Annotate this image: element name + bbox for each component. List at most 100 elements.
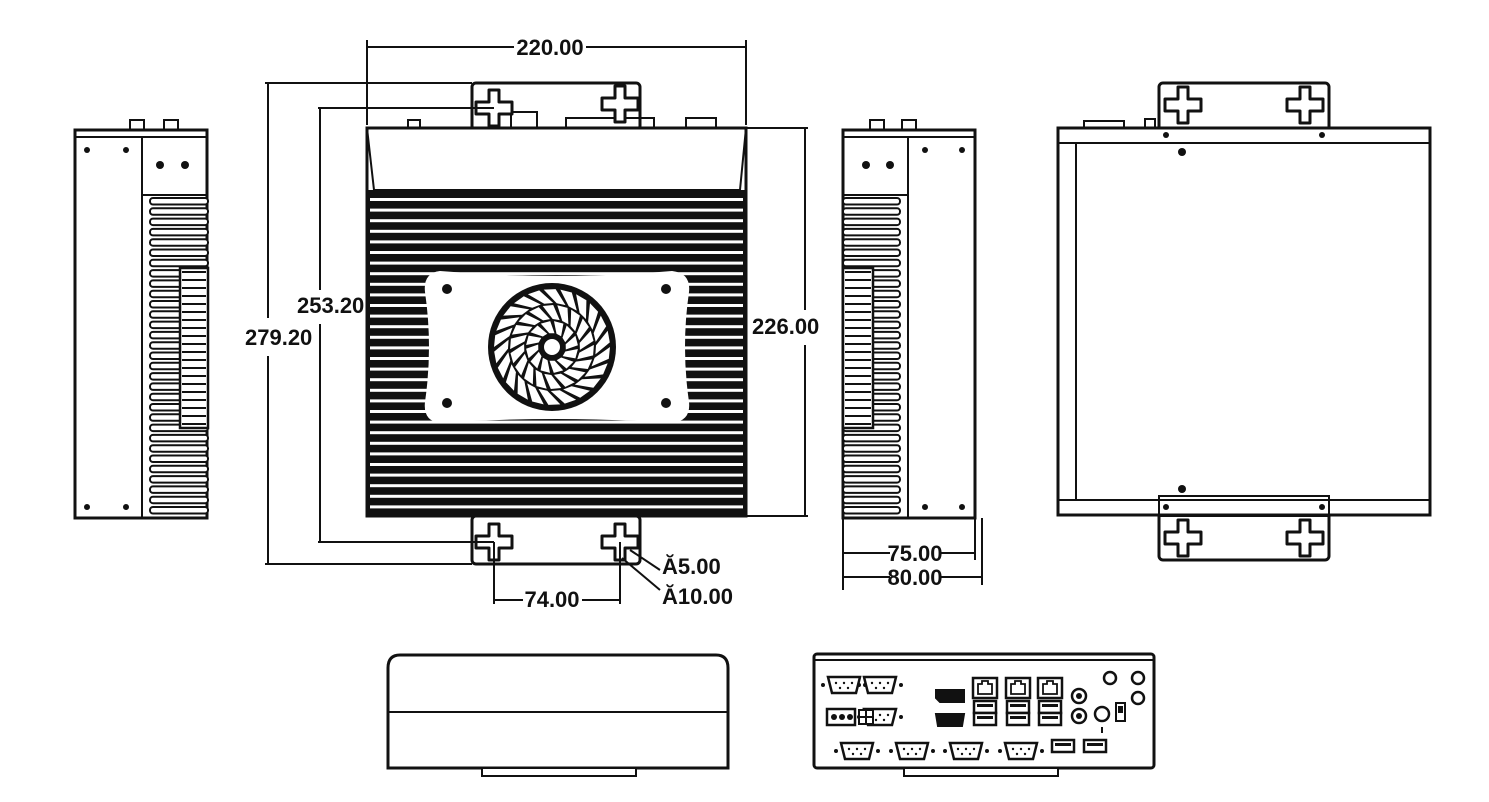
side-fin: [842, 464, 901, 474]
fan-blade: [591, 347, 610, 367]
fan-blade: [540, 357, 550, 373]
heatsink-fin: [370, 484, 743, 488]
heatsink-fin: [370, 463, 743, 466]
dimension-lines: 220.00 279.20 253.20 226.00 74.00 Ă5.00 …: [245, 35, 819, 612]
fan-blade: [576, 318, 589, 341]
side-view-right: 75.00 80.00: [841, 119, 983, 590]
fan-blade: [543, 289, 566, 306]
fan-blade: [524, 362, 534, 385]
fan-blade: [497, 352, 511, 379]
side-fin: [149, 197, 209, 206]
fan-blade: [527, 383, 544, 405]
side-fin: [149, 248, 209, 257]
fan-blade: [514, 296, 541, 308]
dim-body-depth: 75.00: [887, 541, 942, 566]
fan-blade: [593, 315, 607, 342]
fan-blade: [550, 390, 577, 404]
side-fin: [149, 454, 209, 463]
side-fin: [149, 485, 209, 494]
fan-blade: [584, 363, 608, 377]
fan-blade: [588, 303, 599, 330]
side-fin: [842, 444, 901, 453]
side-fin: [149, 506, 209, 515]
fan-blade: [510, 344, 525, 364]
side-fin: [149, 495, 209, 505]
fan-blade: [530, 325, 548, 337]
fan-icon: [488, 283, 616, 411]
fan-blade: [515, 353, 528, 376]
heatsink-fin: [370, 219, 743, 223]
side-fin: [149, 207, 209, 216]
fan-blade: [576, 294, 587, 320]
fan-blade: [540, 321, 555, 334]
dim-overall-width: 220.00: [516, 35, 583, 60]
side-fin: [842, 433, 901, 443]
side-vent: [841, 266, 875, 430]
dim-hole-spacing-horizontal: 74.00: [524, 587, 579, 612]
side-fin: [149, 258, 209, 268]
fan-blade: [571, 359, 593, 369]
fan-blade: [517, 374, 528, 400]
side-fin: [149, 464, 209, 474]
heatsink-fin: [370, 240, 743, 244]
rear-view-plain: [1056, 81, 1432, 562]
fan-hub: [542, 337, 562, 357]
fan-blade: [563, 368, 586, 380]
side-fin: [842, 197, 901, 206]
ethernet-port-icon: [971, 676, 1064, 700]
side-fin: [842, 207, 901, 216]
fan-blade: [529, 307, 550, 321]
heatsink-fin: [370, 452, 743, 456]
fan-blade: [556, 357, 574, 369]
side-fin: [149, 433, 209, 443]
fan-blade: [494, 339, 509, 364]
side-fin: [842, 217, 901, 227]
heatsink-fin: [370, 420, 743, 424]
fan-blade: [526, 335, 542, 345]
side-fin: [149, 475, 209, 484]
antenna-connector-icon: [1102, 670, 1146, 706]
dim-hole-small-diameter: Ă5.00: [662, 554, 721, 579]
fan-blade: [503, 306, 530, 316]
heatsink-fin: [370, 473, 743, 477]
side-fin: [842, 475, 901, 484]
fan-blade: [510, 334, 527, 350]
fan-blade: [535, 369, 547, 389]
side-vent: [178, 266, 210, 430]
side-fin: [149, 238, 209, 247]
fan-blade: [579, 330, 594, 350]
heatsink-fin: [370, 261, 743, 265]
side-fin: [842, 485, 901, 494]
fan-blade: [496, 317, 520, 331]
fan-blade: [542, 305, 560, 321]
dim-mount-hole-spacing-vertical: 253.20: [297, 293, 364, 318]
hdmi-port-icon: [934, 689, 966, 727]
fan-blade: [565, 335, 578, 350]
side-fin: [149, 227, 209, 237]
fan-blade: [527, 290, 554, 304]
side-fin: [149, 217, 209, 227]
heatsink-fin: [370, 505, 743, 509]
end-view-plain: [386, 653, 730, 777]
fan-blade: [518, 314, 541, 326]
front-view-fan: [365, 81, 748, 566]
dim-body-height: 226.00: [752, 314, 819, 339]
fan-blade: [562, 325, 574, 343]
heatsink-fin: [370, 431, 743, 435]
fan-blade: [554, 373, 575, 387]
fan-blade: [557, 305, 569, 325]
heatsink-fin: [370, 198, 743, 201]
fan-blade: [526, 344, 539, 359]
fan-blade: [544, 373, 562, 389]
fan-blade: [562, 349, 578, 359]
fan-blade: [595, 330, 610, 355]
heatsink-fin: [370, 494, 743, 498]
fan-blade: [494, 327, 513, 347]
side-fin: [842, 495, 901, 505]
fan-blade: [560, 289, 577, 311]
heatsink-fin: [370, 251, 743, 254]
fan-blade: [511, 325, 533, 335]
side-fin: [842, 248, 901, 257]
heatsink-fin: [370, 272, 743, 276]
dim-hole-large-diameter: Ă10.00: [662, 584, 733, 609]
